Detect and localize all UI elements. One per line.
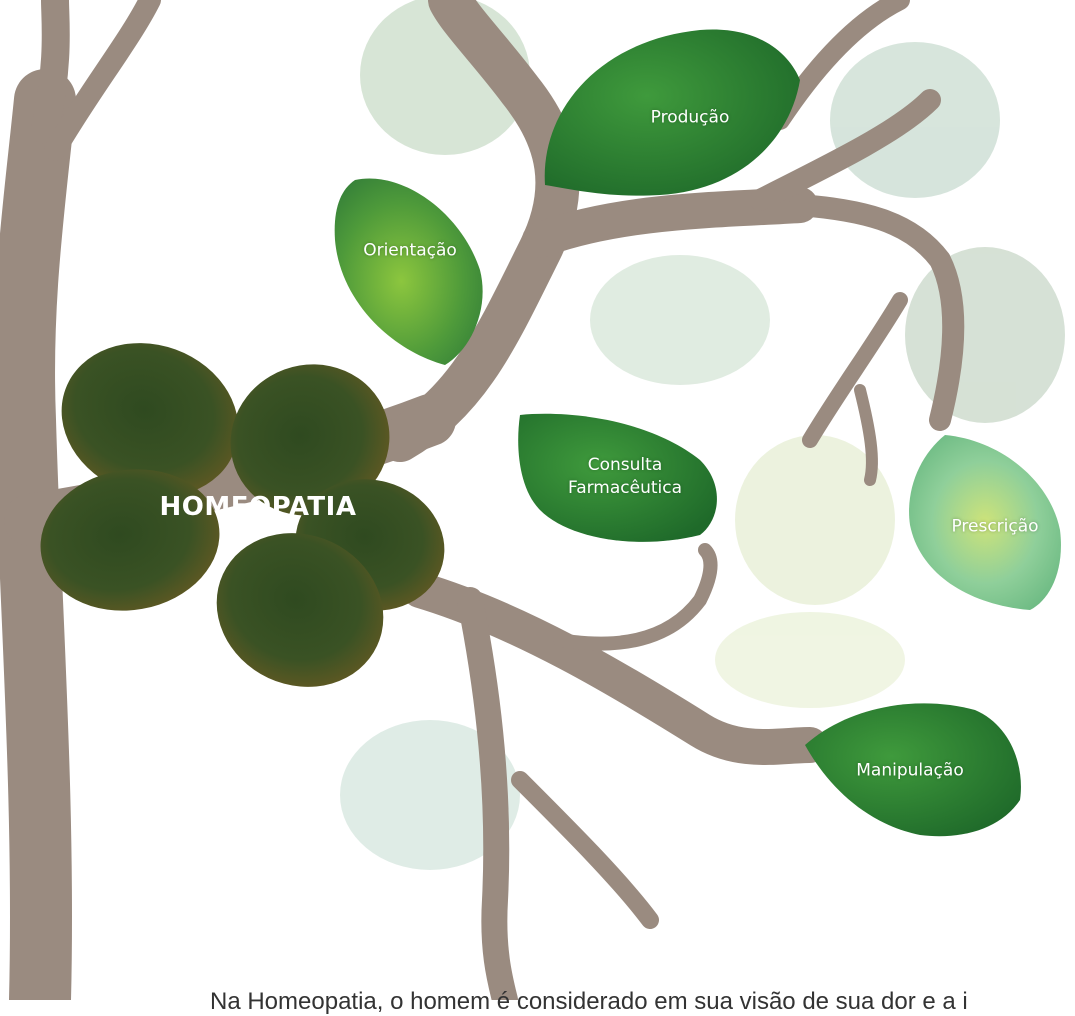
leaf-label-manipulacao: Manipulação [856, 760, 963, 783]
leaf-label-orientacao: Orientação [363, 240, 457, 263]
faded-leaf [715, 612, 905, 708]
leaf-label-consulta: Consulta Farmacêutica [568, 454, 682, 500]
footer-text: Na Homeopatia, o homem é considerado em … [210, 988, 968, 1016]
leaf-label-producao: Produção [651, 107, 730, 130]
leaf-orientacao [335, 178, 483, 365]
faded-leaf [905, 247, 1065, 423]
homeopatia-label: HOMEOPATIA [160, 492, 357, 522]
leaf-label-prescricao: Prescrição [951, 516, 1038, 539]
faded-leaf [590, 255, 770, 385]
